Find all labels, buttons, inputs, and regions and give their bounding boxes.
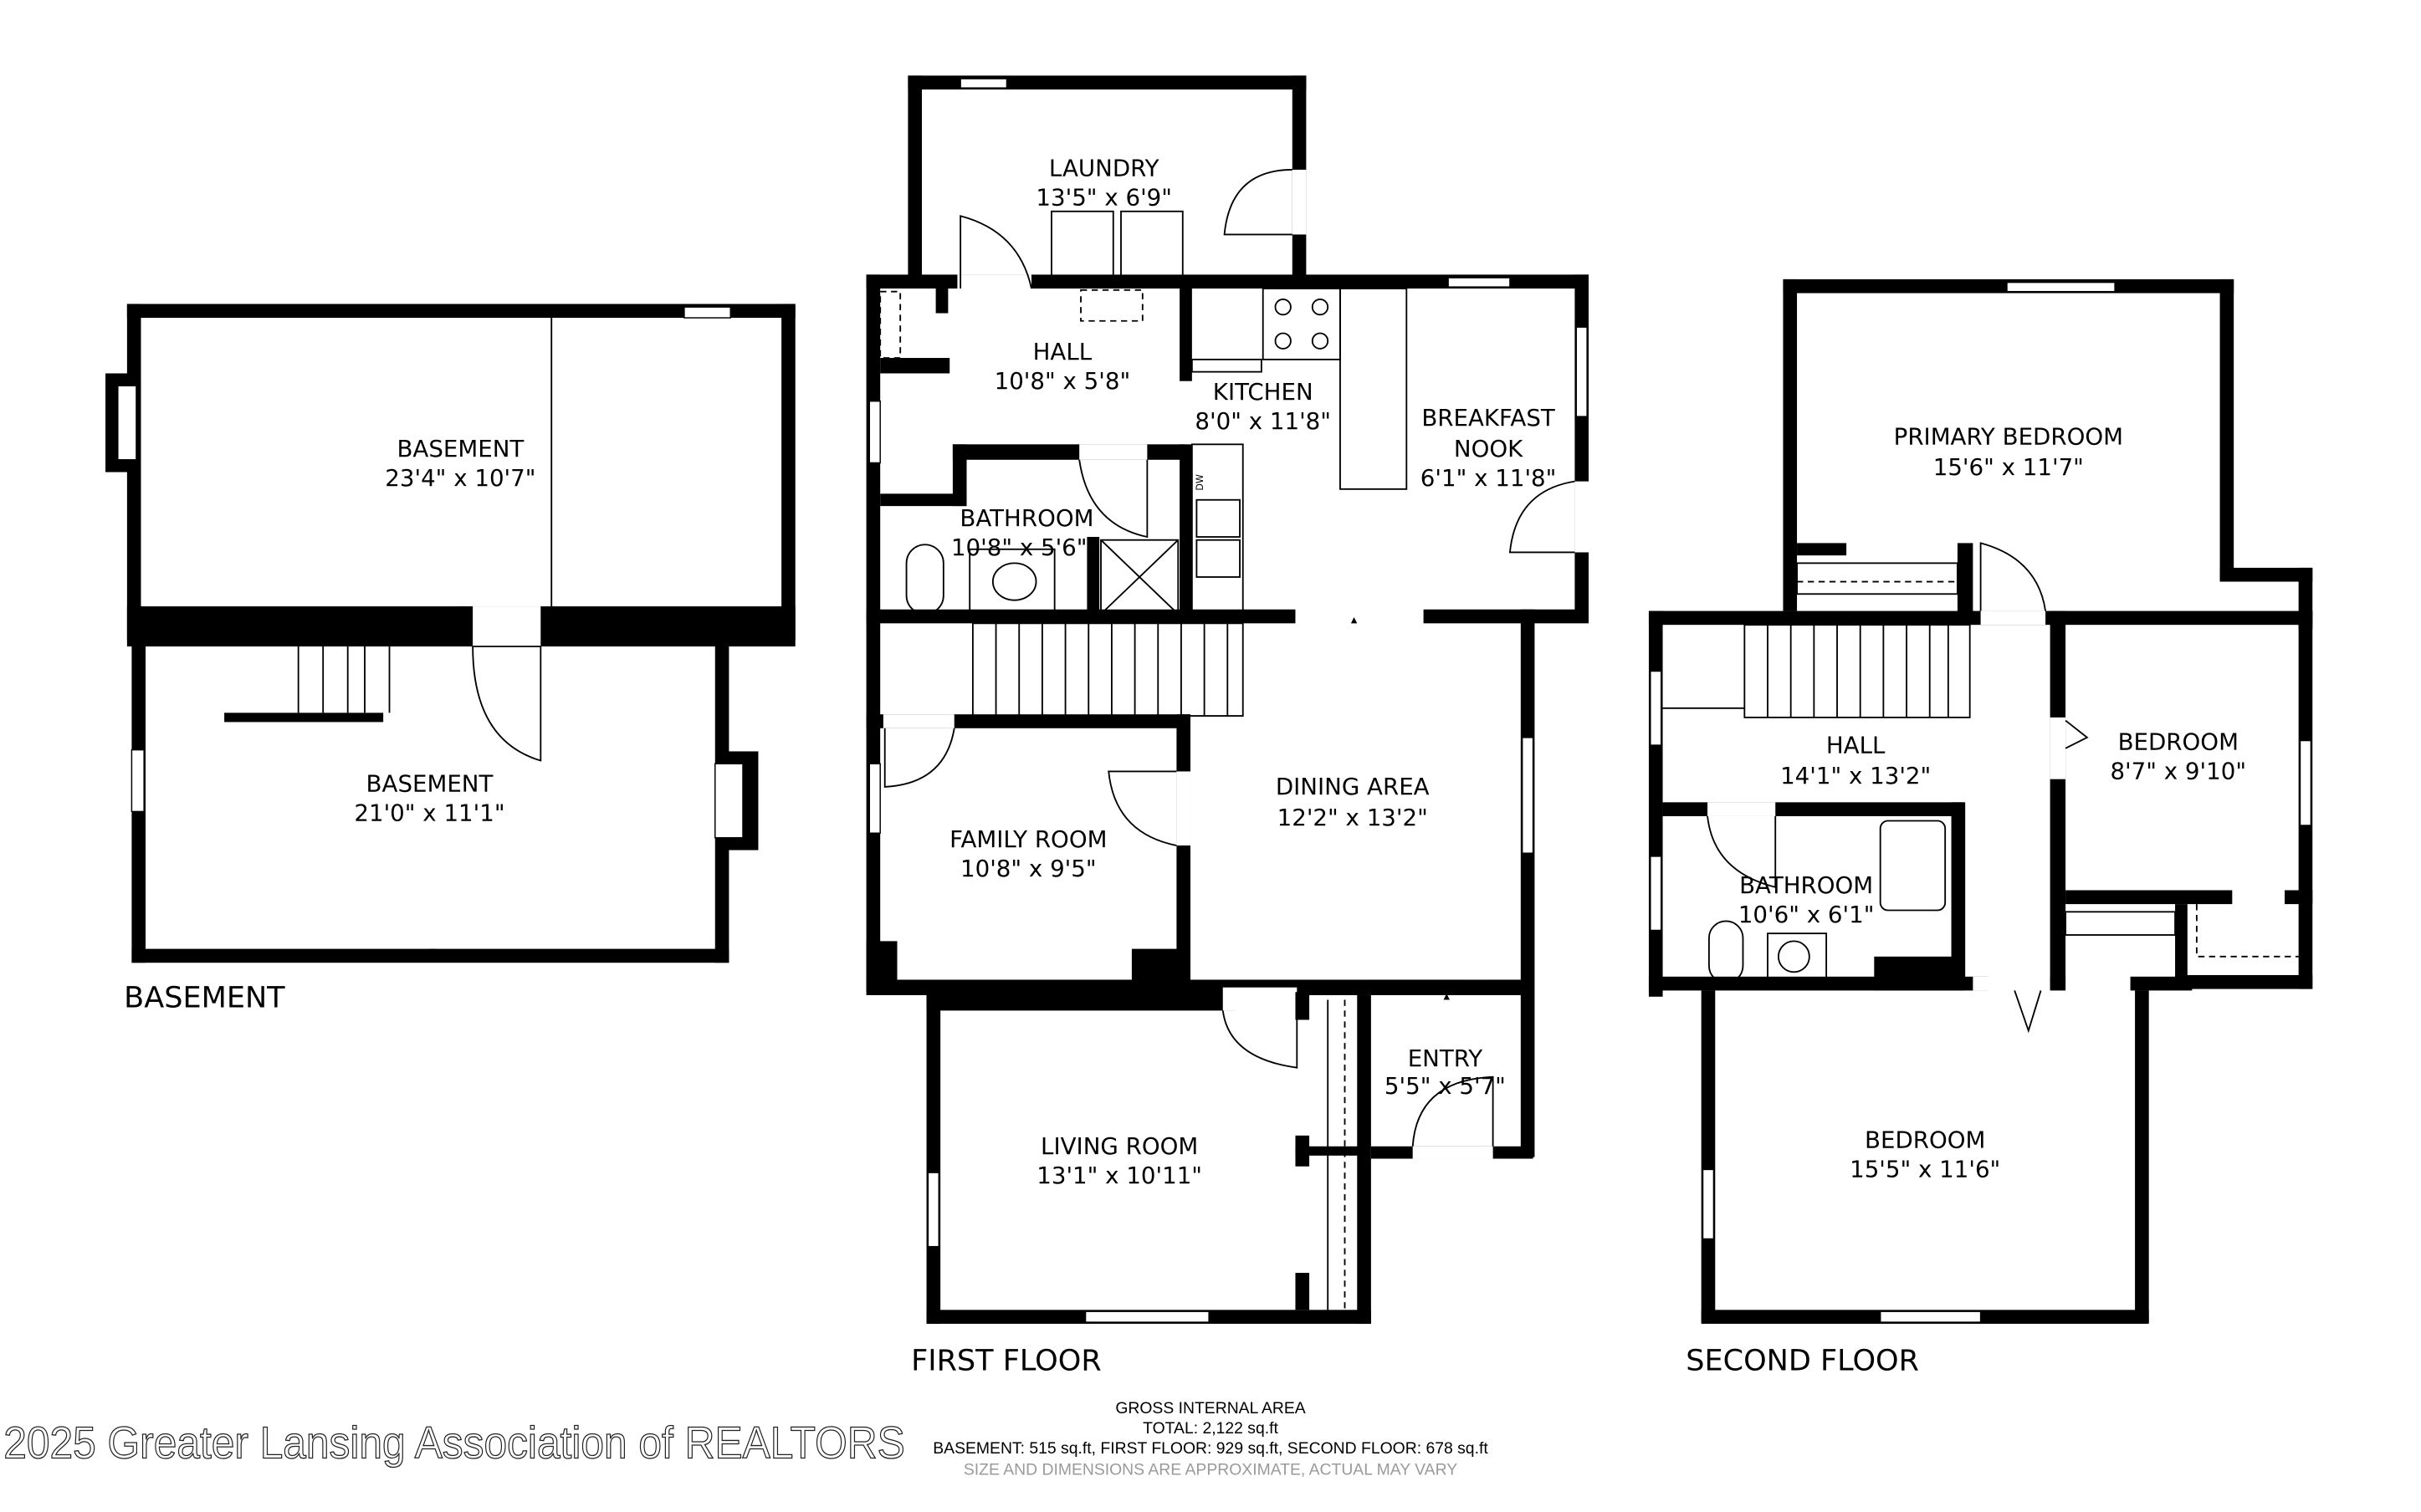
room-dims-primary-bedroom: 15'6" x 11'7" [1933, 453, 2084, 481]
room-dims-family-room: 10'8" x 9'5" [960, 855, 1097, 882]
room-name-hall-first: HALL [1033, 338, 1093, 365]
basement-floor-plan: BASEMENT 23'4" x 10'7" BASEMENT 21'0" x … [105, 304, 796, 1015]
room-name-bathroom-second: BATHROOM [1739, 871, 1873, 899]
room-dims-kitchen: 8'0" x 11'8" [1195, 407, 1331, 435]
room-name-dining-area: DINING AREA [1276, 773, 1430, 800]
floor-title-second-floor: SECOND FLOOR [1686, 1343, 1919, 1377]
room-dims-bedroom-large: 15'5" x 11'6" [1850, 1156, 2000, 1183]
area-total: TOTAL: 2,122 sq.ft [1143, 1419, 1278, 1438]
area-heading: GROSS INTERNAL AREA [1115, 1399, 1305, 1418]
room-dims-breakfast-nook: 6'1" x 11'8" [1420, 464, 1557, 492]
room-dims-basement-lower: 21'0" x 11'1" [354, 799, 504, 826]
room-name-living-room: LIVING ROOM [1041, 1132, 1198, 1160]
room-dims-dining-area: 12'2" x 13'2" [1277, 804, 1428, 831]
room-name-primary-bedroom: PRIMARY BEDROOM [1894, 422, 2123, 450]
area-breakdown: BASEMENT: 515 sq.ft, FIRST FLOOR: 929 sq… [933, 1439, 1488, 1458]
floor-title-basement: BASEMENT [124, 981, 285, 1015]
room-name-bathroom-first: BATHROOM [960, 504, 1093, 532]
room-name-bedroom-large: BEDROOM [1865, 1126, 1985, 1154]
room-name-kitchen: KITCHEN [1213, 378, 1313, 406]
room-name-laundry: LAUNDRY [1049, 154, 1159, 181]
room-dims-laundry: 13'5" x 6'9" [1036, 183, 1172, 211]
room-dims-basement-upper: 23'4" x 10'7" [385, 464, 535, 492]
floor-title-first-floor: FIRST FLOOR [911, 1343, 1102, 1377]
room-name-breakfast: BREAKFAST [1421, 404, 1555, 432]
room-name-hall-second: HALL [1826, 731, 1886, 759]
room-dims-bedroom-small: 8'7" x 9'10" [2110, 758, 2246, 785]
room-name-basement-lower: BASEMENT [366, 769, 494, 797]
room-name-bedroom-small: BEDROOM [2118, 728, 2239, 756]
room-name-basement-upper: BASEMENT [397, 435, 524, 462]
room-dims-entry: 5'5" x 5'7" [1385, 1072, 1506, 1100]
room-name-family-room: FAMILY ROOM [949, 825, 1107, 853]
room-dims-bathroom-second: 10'6" x 6'1" [1738, 901, 1875, 928]
first-floor-plan: DW [866, 75, 1589, 1377]
room-dims-hall-second: 14'1" x 13'2" [1780, 762, 1931, 789]
room-dims-living-room: 13'1" x 10'11" [1036, 1162, 1202, 1189]
area-disclaimer: SIZE AND DIMENSIONS ARE APPROXIMATE, ACT… [964, 1461, 1457, 1479]
room-dims-hall-first: 10'8" x 5'8" [995, 367, 1131, 395]
room-name-entry: ENTRY [1408, 1045, 1483, 1072]
copyright-watermark: 2025 Greater Lansing Association of REAL… [3, 1418, 904, 1468]
area-summary: GROSS INTERNAL AREA TOTAL: 2,122 sq.ft B… [933, 1399, 1488, 1479]
room-name-nook: NOOK [1454, 435, 1523, 462]
second-floor-plan: PRIMARY BEDROOM 15'6" x 11'7" HALL 14'1"… [1648, 278, 2313, 1377]
dishwasher-label: DW [1195, 474, 1205, 491]
room-dims-bathroom-first: 10'8" x 5'6" [951, 534, 1088, 561]
